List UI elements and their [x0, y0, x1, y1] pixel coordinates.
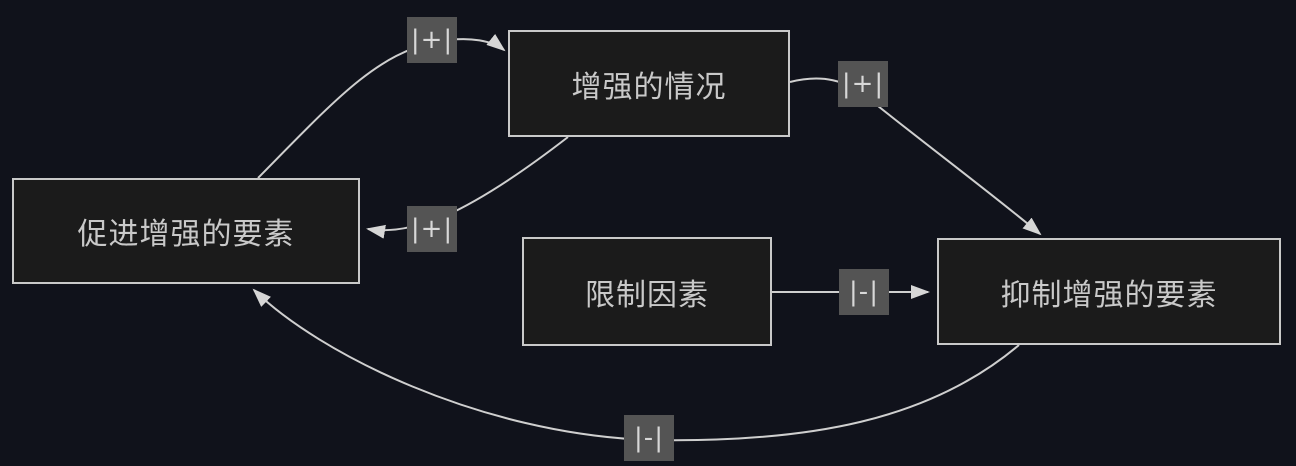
edge-label-plus: |+|: [407, 206, 457, 252]
node-label: 增强的情况: [571, 69, 727, 105]
node-suppressing-factors[interactable]: 抑制增强的要素: [937, 238, 1281, 345]
edge-label-plus: |+|: [838, 61, 888, 107]
node-limiting-factors[interactable]: 限制因素: [522, 237, 772, 346]
node-label: 促进增强的要素: [77, 217, 295, 252]
edge-enhanced-to-promote: [366, 136, 569, 239]
node-label: 限制因素: [585, 277, 709, 313]
edge-label-minus: |-|: [624, 415, 674, 461]
edge-label-minus: |-|: [839, 269, 889, 315]
node-enhanced-situation[interactable]: 增强的情况: [508, 30, 790, 137]
edge-enhanced-to-suppress: [789, 77, 1042, 236]
edge-promote-to-enhanced: [257, 33, 506, 179]
node-promoting-factors[interactable]: 促进增强的要素: [12, 178, 360, 284]
node-label: 抑制增强的要素: [1000, 277, 1218, 313]
edge-label-plus: |+|: [407, 17, 457, 63]
